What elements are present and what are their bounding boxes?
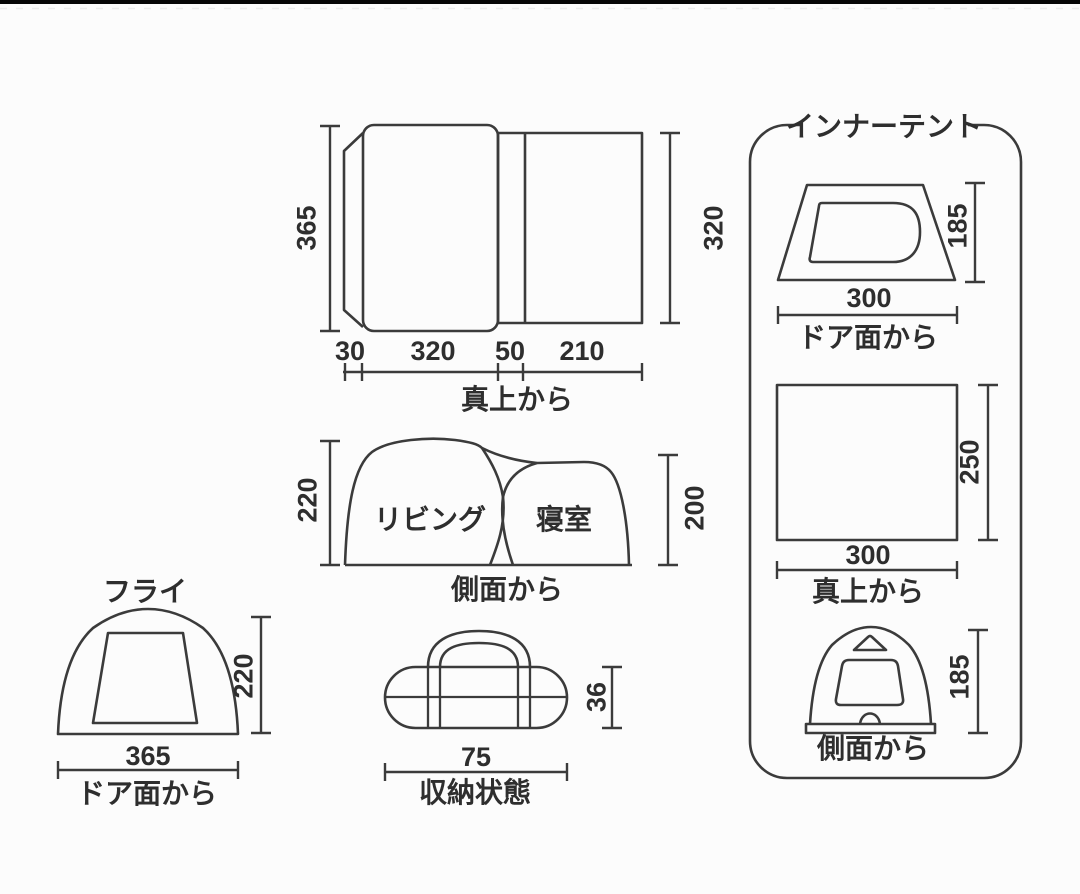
side-living-label: リビング xyxy=(374,504,486,535)
overhead-height-right-value: 320 xyxy=(699,205,729,250)
inner-overhead-width-value: 300 xyxy=(845,540,890,570)
fly-width-value: 365 xyxy=(125,741,170,771)
inner-door-height-dimension: 185 xyxy=(943,181,985,284)
overhead-width-value-1: 320 xyxy=(410,336,455,366)
inner-door-height-value: 185 xyxy=(943,203,973,248)
inner-side-bottom-vent xyxy=(858,712,882,725)
inner-overhead-depth-value: 250 xyxy=(955,439,985,484)
inner-tent-title: インナーテント xyxy=(786,111,982,142)
overhead-view: 365 320 30 320 50 210 真上から xyxy=(292,123,729,415)
side-height-left-value: 220 xyxy=(293,477,323,522)
inner-side-outline xyxy=(808,625,933,725)
fly-dome-outline xyxy=(56,607,240,736)
side-bedroom-label: 寝室 xyxy=(536,503,592,535)
inner-door-width-value: 300 xyxy=(846,283,891,313)
overhead-width-value-0: 30 xyxy=(335,336,365,366)
inner-tent-door-view: 185 300 ドア面から xyxy=(776,181,985,353)
inner-side-height-value: 185 xyxy=(945,654,975,699)
inner-overhead-outline xyxy=(775,383,959,542)
overhead-view-caption: 真上から xyxy=(461,384,573,415)
side-bedroom-outline xyxy=(536,460,631,566)
overhead-height-left-value: 365 xyxy=(292,205,322,250)
packed-bag-straps xyxy=(386,667,566,728)
side-bedroom-left-edge xyxy=(500,461,538,566)
side-height-right-value: 200 xyxy=(680,485,710,530)
overhead-width-value-2: 50 xyxy=(495,336,525,366)
fly-title: フライ xyxy=(103,576,187,607)
overhead-height-left-dimension: 365 xyxy=(292,124,340,333)
packed-width-value: 75 xyxy=(461,742,491,772)
packed-height-value: 36 xyxy=(582,682,612,712)
fly-width-dimension: 365 xyxy=(56,741,240,779)
inner-door-opening xyxy=(808,201,922,264)
side-living-outline xyxy=(343,437,505,566)
inner-side-window xyxy=(834,658,905,707)
overhead-height-right-dimension: 320 xyxy=(660,131,729,325)
fly-door-outline xyxy=(91,631,199,725)
inner-side-vent xyxy=(852,634,888,652)
inner-door-view-caption: ドア面から xyxy=(798,322,938,353)
inner-side-view-caption: 側面から xyxy=(816,733,929,764)
packed-view: 36 75 収納状態 xyxy=(383,629,622,808)
inner-overhead-depth-dimension: 250 xyxy=(955,383,998,542)
overhead-living-outline xyxy=(361,123,500,333)
inner-overhead-view-caption: 真上から xyxy=(812,576,924,607)
packed-view-caption: 収納状態 xyxy=(419,776,531,808)
inner-tent-overhead-view: 250 300 真上から xyxy=(775,383,998,607)
inner-side-base-strip xyxy=(804,722,937,735)
packed-handle-outer xyxy=(426,629,532,668)
packed-height-dimension: 36 xyxy=(582,665,622,730)
inner-door-view-outline xyxy=(776,183,957,282)
fly-height-dimension: 220 xyxy=(229,615,271,735)
inner-tent-title-mask xyxy=(802,110,968,140)
overhead-width-dimension: 30 320 50 210 xyxy=(335,336,644,381)
top-border-bar xyxy=(0,0,1080,4)
inner-tent-panel: インナーテント 185 300 ドア面から 250 300 xyxy=(748,110,1023,780)
overhead-width-value-3: 210 xyxy=(559,336,604,366)
packed-handle-inner xyxy=(438,641,520,668)
overhead-vestibule-outline xyxy=(342,132,364,328)
inner-door-width-dimension: 300 xyxy=(776,283,959,324)
side-height-right-dimension: 200 xyxy=(658,453,710,567)
overhead-bedroom-outline xyxy=(496,131,644,325)
side-view: 220 200 リビング 寝室 側面から xyxy=(293,437,710,605)
packed-width-dimension: 75 xyxy=(383,742,569,781)
packed-bag-outline xyxy=(383,665,569,730)
side-ridge-line xyxy=(481,446,538,465)
fly-view-caption: ドア面から xyxy=(77,778,217,809)
inner-tent-side-view: 185 側面から xyxy=(804,625,988,764)
inner-side-height-dimension: 185 xyxy=(945,628,988,735)
fly-view: フライ 220 365 ドア面から xyxy=(56,576,271,809)
side-view-caption: 側面から xyxy=(450,574,563,605)
fly-height-value: 220 xyxy=(229,653,259,698)
inner-overhead-width-dimension: 300 xyxy=(775,540,959,579)
side-height-left-dimension: 220 xyxy=(293,439,340,567)
